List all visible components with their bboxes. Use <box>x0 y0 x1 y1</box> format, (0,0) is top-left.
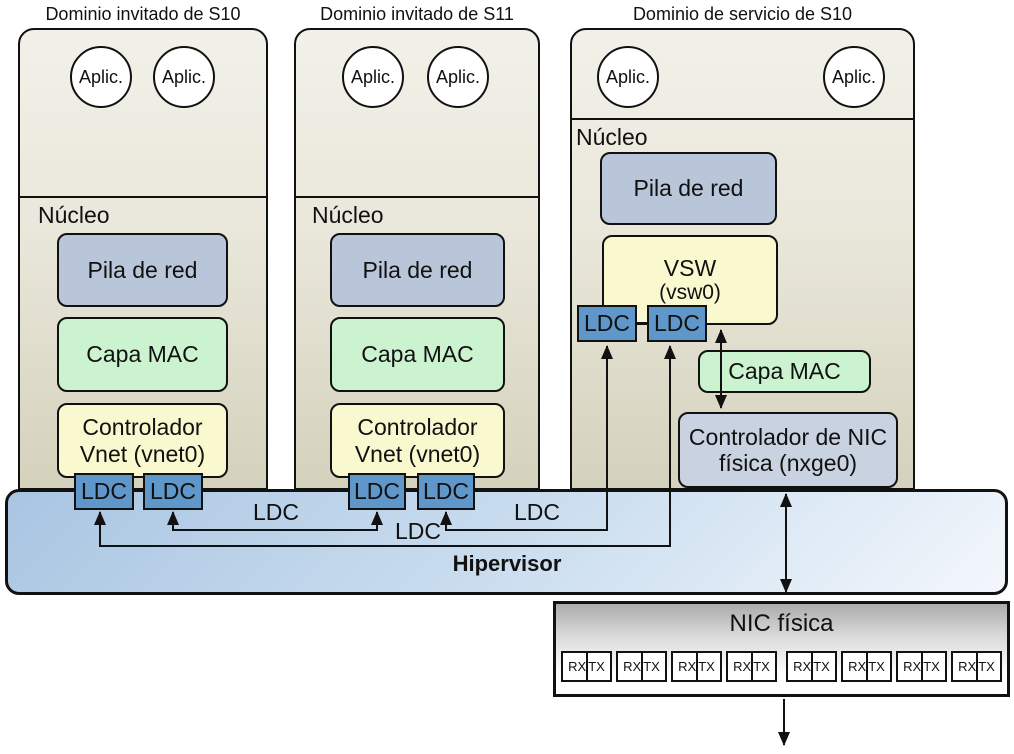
queue-divider <box>866 653 869 680</box>
app-circle: Aplic. <box>823 46 885 108</box>
rx-label: RX <box>903 659 922 674</box>
app-circle: Aplic. <box>342 46 404 108</box>
guest-domain-s11-title: Dominio invitado de S11 <box>320 4 514 24</box>
ldc-box: LDC <box>647 305 707 342</box>
queue-divider <box>976 653 979 680</box>
queue-divider <box>811 653 814 680</box>
network-stack-box: Pila de red <box>600 152 777 225</box>
tx-label: TX <box>588 659 605 674</box>
app-label: Aplic. <box>161 66 206 87</box>
service-domain-s10-title: Dominio de servicio de S10 <box>632 4 853 24</box>
mac-layer-box: Capa MAC <box>330 317 505 392</box>
physical-nic-title: NIC física <box>729 610 834 637</box>
app-label: Aplic. <box>350 66 395 87</box>
ldc-channel-label: LDC <box>513 499 560 525</box>
physical-nic-driver-box: Controlador de NIC física (nxge0) <box>678 412 898 488</box>
rx-label: RX <box>958 659 977 674</box>
tx-label: TX <box>753 659 770 674</box>
vnet-driver-line1: Controlador <box>357 414 478 441</box>
queue-divider <box>586 653 589 680</box>
network-stack-box: Pila de red <box>330 233 505 307</box>
guest-s11-kernel-divider <box>296 196 538 198</box>
vnet-driver-line2: Vnet (vnet0) <box>354 440 481 467</box>
vnet-driver-line1: Controlador <box>82 414 203 441</box>
app-circle: Aplic. <box>153 46 215 108</box>
mac-layer-box: Capa MAC <box>57 317 228 392</box>
vsw-line2: (vsw0) <box>659 281 721 305</box>
rx-label: RX <box>623 659 642 674</box>
rx-label: RX <box>568 659 587 674</box>
tx-label: TX <box>698 659 715 674</box>
ldc-box: LDC <box>577 305 637 342</box>
rx-label: RX <box>848 659 867 674</box>
ldc-channel-label: LDC <box>252 499 299 525</box>
mac-layer-box: Capa MAC <box>698 350 871 393</box>
vnet-driver-line2: Vnet (vnet0) <box>79 440 206 467</box>
app-label: Aplic. <box>435 66 480 87</box>
ldc-box: LDC <box>348 473 406 510</box>
hypervisor-label: Hipervisor <box>452 551 562 576</box>
vnet-driver-box: Controlador Vnet (vnet0) <box>57 403 228 478</box>
app-label: Aplic. <box>605 66 650 87</box>
ldc-channel-label: LDC <box>394 518 441 544</box>
tx-label: TX <box>923 659 940 674</box>
vsw-line1: VSW <box>663 254 717 281</box>
ldc-box: LDC <box>74 473 134 510</box>
rx-label: RX <box>793 659 812 674</box>
vnet-driver-box: Controlador Vnet (vnet0) <box>330 403 505 478</box>
app-label: Aplic. <box>831 66 876 87</box>
network-stack-box: Pila de red <box>57 233 228 307</box>
tx-label: TX <box>813 659 830 674</box>
service-s10-kernel-label: Núcleo <box>576 124 648 150</box>
queue-divider <box>641 653 644 680</box>
queue-divider <box>751 653 754 680</box>
rx-label: RX <box>733 659 752 674</box>
ldc-box: LDC <box>417 473 475 510</box>
ldc-box: LDC <box>143 473 203 510</box>
nic-driver-line2: física (nxge0) <box>718 450 858 476</box>
guest-domain-s10-title: Dominio invitado de S10 <box>45 4 241 24</box>
app-circle: Aplic. <box>427 46 489 108</box>
queue-divider <box>696 653 699 680</box>
tx-label: TX <box>643 659 660 674</box>
tx-label: TX <box>978 659 995 674</box>
guest-s10-kernel-divider <box>20 196 266 198</box>
guest-s11-kernel-label: Núcleo <box>312 202 384 228</box>
tx-label: TX <box>868 659 885 674</box>
app-circle: Aplic. <box>70 46 132 108</box>
queue-divider <box>921 653 924 680</box>
app-circle: Aplic. <box>597 46 659 108</box>
nic-driver-line1: Controlador de NIC <box>688 423 888 450</box>
guest-s10-kernel-label: Núcleo <box>38 202 110 228</box>
service-s10-kernel-divider <box>572 118 913 120</box>
rx-label: RX <box>678 659 697 674</box>
app-label: Aplic. <box>78 66 123 87</box>
